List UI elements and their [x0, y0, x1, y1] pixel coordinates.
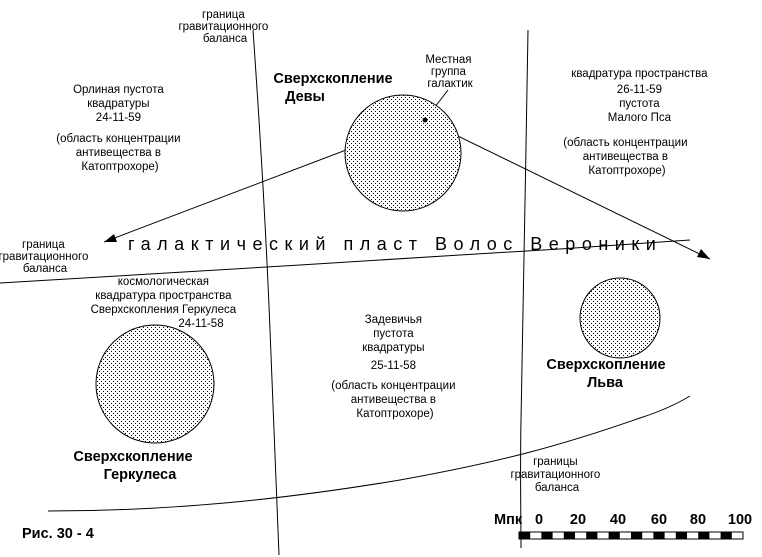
scale-segment [519, 532, 531, 539]
virgo-supercluster-label: Сверхскопление Девы [273, 71, 396, 105]
boundary-line-bottom [47, 395, 691, 512]
boundary-line-left-vertical [252, 29, 280, 556]
scale-segment [586, 532, 598, 539]
scale-segment [653, 532, 665, 539]
leo-supercluster-label: Сверхскопление Льва [546, 357, 669, 391]
eagle-void-text: Орлиная пустота квадратуры 24-11-59 (обл… [56, 84, 183, 173]
boundary-line-horizontal [0, 239, 691, 284]
scale-segment [563, 532, 575, 539]
scale-tick-100: 100 [728, 512, 752, 528]
arrow-head-right [697, 249, 710, 259]
scale-segment [720, 532, 732, 539]
scale-tick-0: 0 [535, 512, 543, 528]
arrow-line-right [424, 119, 711, 260]
scale-tick-40: 40 [610, 512, 626, 528]
scale-segment [608, 532, 620, 539]
scale-segment [698, 532, 710, 539]
band-label: галактический пласт Волос Вероники [128, 234, 662, 254]
local-group-label: Местная группа галактик [425, 54, 474, 90]
canis-minor-void-text: квадратура пространства 26-11-59 пустота… [563, 68, 710, 177]
arrow-head-left [104, 234, 117, 242]
figure-label: Рис. 30 - 4 [22, 526, 94, 542]
scale-bar: Мпк 0 20 40 60 80 100 [494, 512, 752, 540]
leo-supercluster-circle [579, 277, 661, 359]
scale-unit-label: Мпк [494, 512, 523, 528]
boundary-top-label: граница гравитационного баланса [178, 9, 271, 45]
hercules-supercluster-circle [95, 324, 215, 444]
scale-segment [541, 532, 553, 539]
boundary-left-label: граница гравитационного баланса [0, 239, 92, 275]
boundary-line-right-vertical [520, 29, 529, 549]
virgo-supercluster-circle [344, 94, 462, 212]
local-group-marker [422, 117, 428, 123]
boundary-bottom-label: границы гравитационного баланса [510, 456, 603, 494]
scale-tick-80: 80 [690, 512, 706, 528]
scale-segment [675, 532, 687, 539]
scale-tick-60: 60 [651, 512, 667, 528]
virgin-void-text: Задевичья пустота квадратуры 25-11-58 (о… [331, 314, 458, 420]
scale-segment [631, 532, 643, 539]
hercules-quadrature-text: космологическая квадратура пространства … [91, 276, 240, 330]
hercules-supercluster-label: Сверхскопление Геркулеса [73, 449, 196, 483]
scale-tick-20: 20 [570, 512, 586, 528]
scale-segments [519, 532, 732, 539]
